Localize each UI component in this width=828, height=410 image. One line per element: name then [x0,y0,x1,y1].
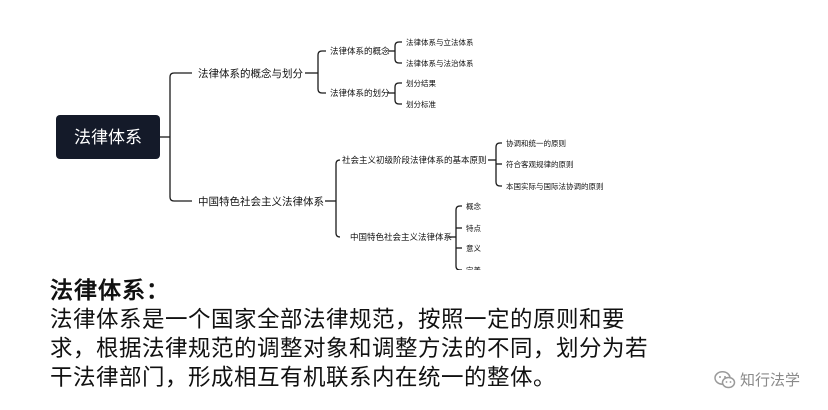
leaf-legislative-system[interactable]: 法律体系与立法体系 [406,37,474,47]
definition-heading: 法律体系： [50,278,170,304]
watermark-text: 知行法学 [739,371,800,389]
connector-line [317,88,326,94]
leaf-concept[interactable]: 概念 [466,201,481,211]
connector-line [394,41,402,47]
definition-block: 法律体系： 法律体系是一个国家全部法律规范，按照一定的原则和要 求，根据法律规范… [50,277,828,393]
connector-line [394,82,402,88]
leaf-division-result[interactable]: 划分结果 [406,78,436,88]
definition-line: 法律体系是一个国家全部法律规范，按照一定的原则和要 [50,307,626,333]
leaf-significance[interactable]: 意义 [466,243,481,253]
node-basic-principles[interactable]: 社会主义初级阶段法律体系的基本原则 [342,155,487,166]
node-concept[interactable]: 法律体系的概念 [330,46,390,57]
connector-line [455,265,462,270]
connector-line [394,99,402,105]
leaf-coordination-principle[interactable]: 协调和统一的原则 [506,138,566,148]
definition-line: 求，根据法律规范的调整对象和调整方法的不同，划分为若 [50,336,649,362]
leaf-objective-law-principle[interactable]: 符合客观规律的原则 [506,159,574,169]
leaf-improvement[interactable]: 完善 [466,265,481,270]
connector-line [317,50,326,56]
connector-line [495,142,502,148]
connector-lines [160,41,502,270]
connector-line [394,58,402,64]
connector-line [495,181,502,187]
connector-line [169,72,192,78]
node-division[interactable]: 法律体系的划分 [330,88,390,99]
node-socialist-system[interactable]: 中国特色社会主义法律体系 [350,232,452,243]
branch-socialist-legal-system[interactable]: 中国特色社会主义法律体系 [198,195,324,208]
root-node-label: 法律体系 [74,128,142,148]
connector-line [335,159,341,165]
definition-line: 干法律部门，形成相互有机联系内在统一的整体。 [50,365,557,391]
branch-concept-division[interactable]: 法律体系的概念与划分 [198,67,303,80]
watermark: 知行法学 [714,369,800,390]
connector-line [169,196,192,202]
connector-line [335,232,341,238]
leaf-international-law-principle[interactable]: 本国实际与国际法协调的原则 [506,181,604,191]
wechat-icon [714,370,736,388]
leaf-features[interactable]: 特点 [466,223,481,233]
connector-line [455,205,462,211]
mind-map: 法律体系 法律体系的概念与划分 中国特色社会主义法律体系 法律体系的概念 法律体… [56,37,604,270]
root-node[interactable]: 法律体系 [56,115,160,159]
leaf-rule-of-law-system[interactable]: 法律体系与法治体系 [406,58,474,68]
root-node-box [56,115,160,159]
leaf-division-standard[interactable]: 划分标准 [406,99,436,109]
